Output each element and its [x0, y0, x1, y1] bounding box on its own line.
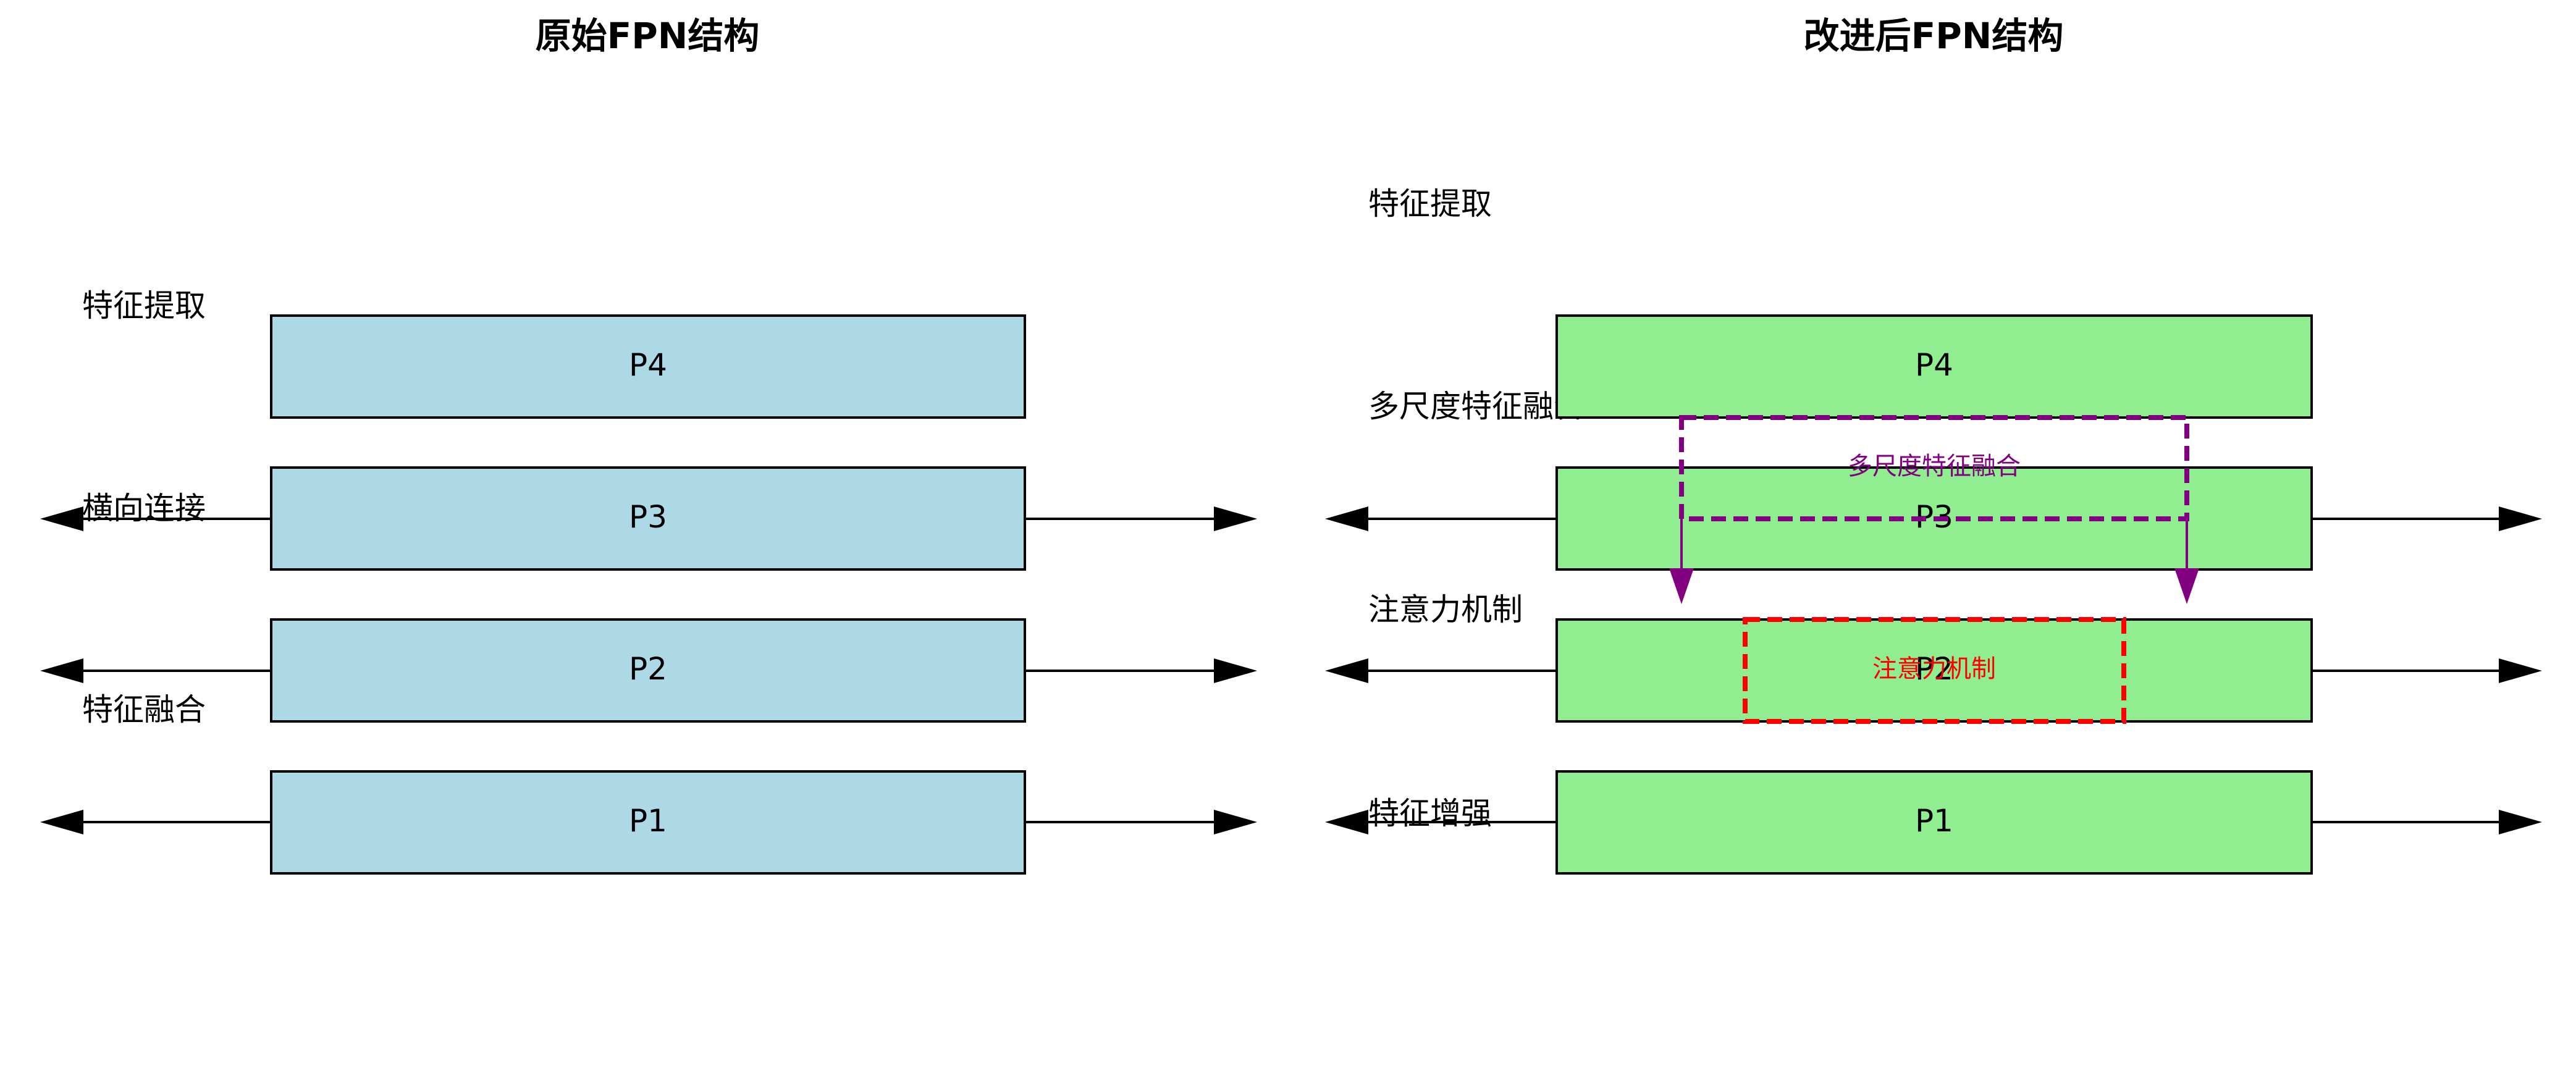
left-feature-fusion-label: 特征融合	[82, 692, 206, 728]
multiscale-down-arrows	[1669, 519, 2199, 604]
left-level-p3: P3	[270, 466, 1026, 571]
original-fpn-title: 原始FPN结构	[536, 15, 760, 57]
multiscale-fusion-box-label: 多尺度特征融合	[1848, 452, 2021, 481]
right-arrow-p1	[1325, 810, 2542, 834]
right-arrow-p2	[1325, 658, 2542, 683]
improved-fpn-panel: 改进后FPN结构 特征提取 多尺度特征融合 注意力机制	[1325, 15, 2542, 875]
left-p2-label: P2	[629, 651, 667, 687]
right-p1-label: P1	[1915, 803, 1953, 839]
right-level-p4: P4	[1555, 314, 2313, 419]
right-multiscale-fusion-label: 多尺度特征融合	[1368, 388, 1585, 424]
improved-fpn-title: 改进后FPN结构	[1804, 15, 2064, 57]
left-p3-label: P3	[629, 499, 667, 535]
left-arrow-p3	[40, 506, 1257, 531]
right-lateral-arrows	[1325, 506, 2542, 834]
original-fpn-panel: 原始FPN结构 特征提取 横向连接 特征融合	[40, 15, 1257, 875]
left-lateral-arrows	[40, 506, 1257, 834]
left-arrow-p2	[40, 658, 1257, 683]
left-level-p2: P2	[270, 618, 1026, 723]
left-level-p4: P4	[270, 314, 1026, 419]
right-level-p1: P1	[1555, 770, 2313, 875]
left-p4-label: P4	[629, 347, 667, 383]
left-arrow-p1	[40, 810, 1257, 834]
right-level-p2: P2	[1555, 618, 2313, 723]
right-attention-label: 注意力机制	[1368, 592, 1523, 628]
left-level-p1: P1	[270, 770, 1026, 875]
attention-box-label: 注意力机制	[1872, 655, 1996, 683]
left-feature-extraction-label: 特征提取	[82, 288, 206, 324]
right-p2-label: P2	[1915, 651, 1953, 687]
attention-module: 注意力机制	[1743, 617, 2126, 724]
multiscale-fusion-module: 多尺度特征融合	[1669, 415, 2199, 604]
right-feature-extraction-label: 特征提取	[1368, 186, 1492, 222]
right-arrow-p3	[1325, 506, 2542, 531]
left-lateral-connection-label: 横向连接	[82, 490, 206, 526]
right-feature-enhancement-label: 特征增强	[1368, 796, 1492, 831]
left-p1-label: P1	[629, 803, 667, 839]
right-p4-label: P4	[1915, 347, 1953, 383]
